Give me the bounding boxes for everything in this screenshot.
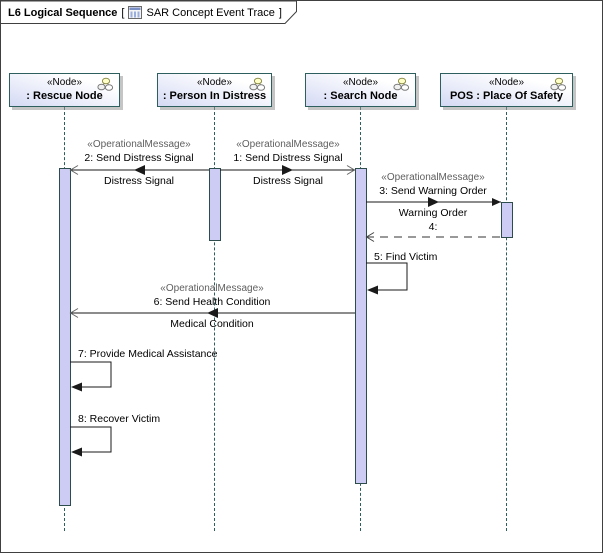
message-3-label[interactable]: 3: Send Warning Order <box>379 185 487 197</box>
message-6-stereotype[interactable]: «OperationalMessage» <box>160 283 264 294</box>
sequence-diagram-icon <box>128 6 143 19</box>
lifeline-name: : Search Node <box>323 90 398 102</box>
arrowhead-msg5-end-icon <box>367 285 378 295</box>
message-1-stereotype[interactable]: «OperationalMessage» <box>236 139 340 150</box>
message-line-8-recover-victim[interactable] <box>70 426 112 453</box>
activation-person-in-distress[interactable] <box>209 168 221 241</box>
node-icon <box>96 77 115 96</box>
diagram-context-name: SAR Concept Event Trace <box>146 6 275 19</box>
diagram-title-bar: L6 Logical Sequence [ SAR Concept Event … <box>8 5 282 20</box>
lifeline-name: POS : Place Of Safety <box>449 90 564 102</box>
arrowhead-msg1-mid-icon <box>282 165 293 175</box>
arrowhead-msg6-mid-icon <box>207 308 218 318</box>
lifeline-name: : Person In Distress <box>162 90 267 102</box>
arrowhead-msg7-end-icon <box>71 382 82 392</box>
node-icon <box>549 77 568 96</box>
lifeline-person-in-distress[interactable] <box>214 107 215 531</box>
lifeline-pos-place-of-safety[interactable] <box>506 107 507 531</box>
arrowhead-msg2-mid-icon <box>134 165 145 175</box>
arrowhead-msg4-end-icon <box>365 232 375 242</box>
node-icon <box>392 77 411 96</box>
message-6-label[interactable]: 6: Send Health Condition <box>153 296 271 308</box>
message-line-5-find-victim[interactable] <box>366 262 408 291</box>
message-1-label[interactable]: 1: Send Distress Signal <box>233 152 343 164</box>
bracket-close: ] <box>278 6 282 19</box>
message-2-label[interactable]: 2: Send Distress Signal <box>84 152 194 164</box>
message-2-payload[interactable]: Distress Signal <box>103 175 175 187</box>
lifeline-stereotype: «Node» <box>196 77 233 88</box>
arrowhead-msg2-end-icon <box>69 165 79 175</box>
arrowhead-msg3-end-icon <box>492 198 501 206</box>
arrowhead-msg3-mid-icon <box>428 197 439 207</box>
message-2-stereotype[interactable]: «OperationalMessage» <box>87 139 191 150</box>
arrowhead-msg8-end-icon <box>71 447 82 457</box>
lifeline-stereotype: «Node» <box>488 77 525 88</box>
message-line-7-provide-medical-assistance[interactable] <box>70 361 112 388</box>
frame-tab-shape <box>1 1 297 24</box>
lifeline-head-rescue-node[interactable]: «Node» : Rescue Node <box>9 73 120 107</box>
lifeline-stereotype: «Node» <box>46 77 83 88</box>
arrowhead-msg6-end-icon <box>69 308 79 318</box>
lifeline-head-person-in-distress[interactable]: «Node» : Person In Distress <box>157 73 272 107</box>
message-5-label[interactable]: 5: Find Victim <box>374 251 438 263</box>
lifeline-name: : Rescue Node <box>26 90 103 102</box>
diagram-title: L6 Logical Sequence <box>8 6 118 19</box>
message-3-payload[interactable]: Warning Order <box>398 207 468 219</box>
activation-rescue-node[interactable] <box>59 168 71 506</box>
activation-search-node[interactable] <box>355 168 367 484</box>
message-7-label[interactable]: 7: Provide Medical Assistance <box>78 348 218 360</box>
lifeline-head-search-node[interactable]: «Node» : Search Node <box>305 73 416 107</box>
lifeline-stereotype: «Node» <box>342 77 379 88</box>
lifeline-head-pos-place-of-safety[interactable]: «Node» POS : Place Of Safety <box>440 73 573 107</box>
message-6-payload[interactable]: Medical Condition <box>170 318 254 330</box>
bracket-open: [ <box>121 6 125 19</box>
message-8-label[interactable]: 8: Recover Victim <box>78 413 161 425</box>
arrowhead-msg1-end-icon <box>346 165 356 175</box>
message-3-stereotype[interactable]: «OperationalMessage» <box>381 172 485 183</box>
diagram-frame-tab[interactable] <box>1 1 301 25</box>
activation-pos-place-of-safety[interactable] <box>501 202 513 238</box>
node-icon <box>248 77 267 96</box>
message-1-payload[interactable]: Distress Signal <box>252 175 324 187</box>
message-4-label[interactable]: 4: <box>428 221 438 233</box>
